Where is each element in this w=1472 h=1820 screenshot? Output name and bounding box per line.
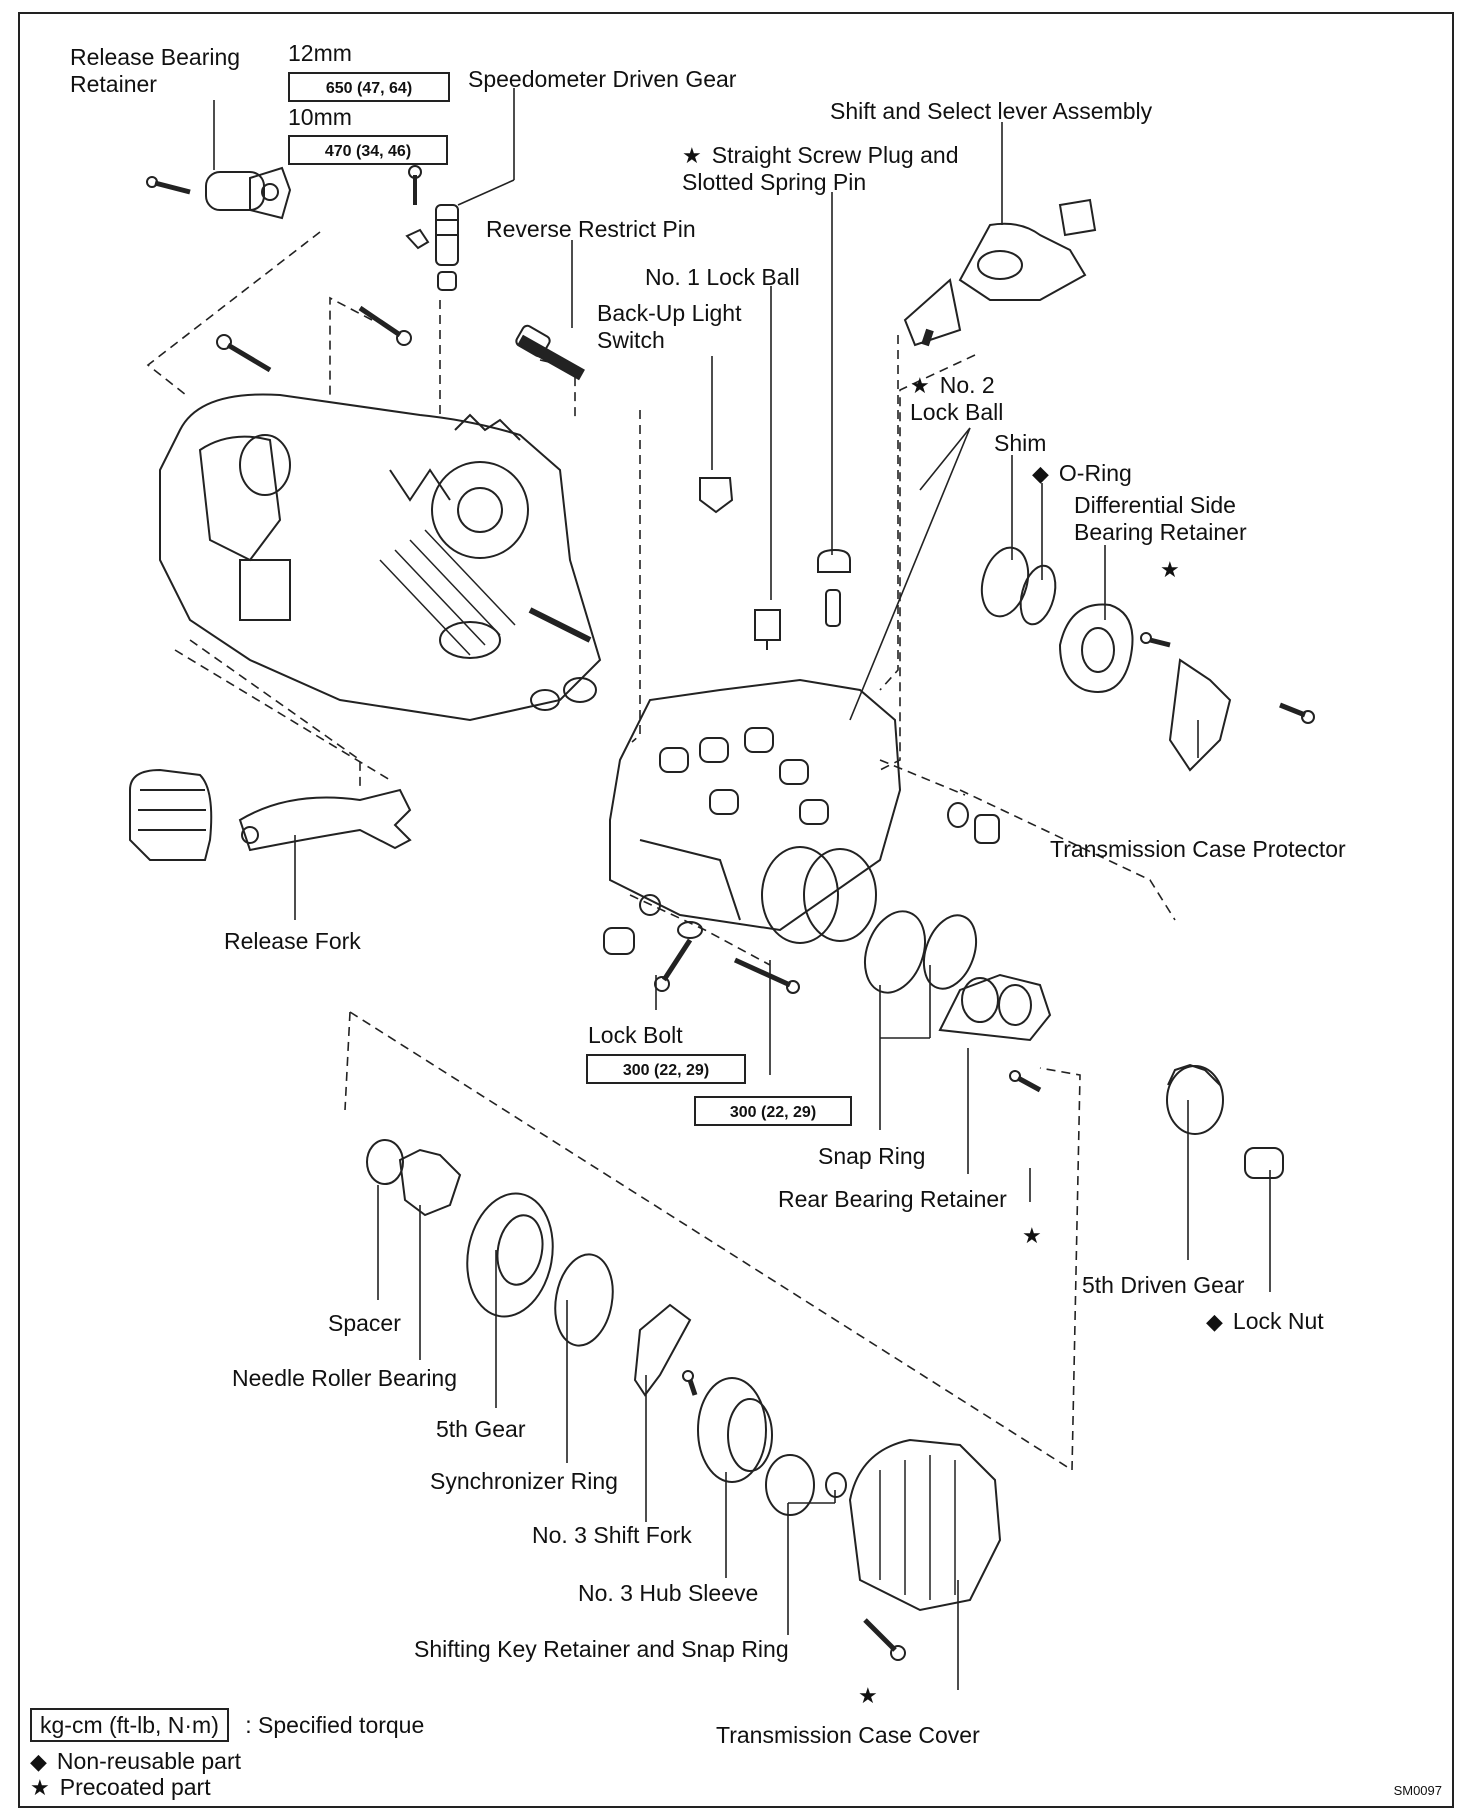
label-release-fork: Release Fork <box>224 928 361 954</box>
diamond-marker: ◆ <box>30 1749 47 1774</box>
label-no1-lock-ball: No. 1 Lock Ball <box>645 264 800 290</box>
label-10mm: 10mm <box>288 104 352 130</box>
label-straight-screw-plug: ★Straight Screw Plug and Slotted Spring … <box>682 142 959 195</box>
release-bearing-retainer-drawing <box>146 166 292 220</box>
torque-box-470: 470 (34, 46) <box>288 135 448 165</box>
diamond-marker: ◆ <box>1206 1309 1223 1334</box>
label-release-bearing-retainer: Release Bearing Retainer <box>70 44 241 97</box>
label-no3-shift-fork: No. 3 Shift Fork <box>532 1522 692 1548</box>
label-fifth-driven-gear: 5th Driven Gear <box>1082 1272 1245 1298</box>
label-no3-hub-sleeve: No. 3 Hub Sleeve <box>578 1580 759 1606</box>
speedometer-gear-drawing <box>405 204 459 291</box>
label-snap-ring: Snap Ring <box>818 1143 926 1169</box>
label-no2-lock-ball: ★No. 2 Lock Ball <box>910 372 1004 425</box>
torque-box-300-a: 300 (22, 29) <box>586 1054 746 1084</box>
label-rear-bearing-retainer: Rear Bearing Retainer <box>778 1186 1007 1212</box>
figure-code: SM0097 <box>1393 1783 1442 1798</box>
label-backup-light-switch: Back-Up Light Switch <box>597 300 742 353</box>
fifth-driven-gear-drawing <box>1009 1063 1284 1179</box>
label-o-ring: ◆O-Ring <box>1032 460 1132 486</box>
lock-bolt-drawing <box>603 894 800 994</box>
shift-lever-drawing <box>903 198 1097 347</box>
leader-lines <box>213 88 1271 1690</box>
side-parts-drawing <box>947 546 1315 844</box>
reverse-restrict-pin-drawing <box>515 324 585 381</box>
star-marker: ★ <box>1022 1223 1042 1248</box>
label-differential-side-bearing-retainer: Differential Side Bearing Retainer <box>1074 492 1247 545</box>
figure-frame <box>18 12 1454 1808</box>
star-marker: ★ <box>30 1775 50 1800</box>
label-shifting-key-retainer: Shifting Key Retainer and Snap Ring <box>414 1636 789 1662</box>
star-marker: ★ <box>1160 557 1180 582</box>
label-speedometer-driven-gear: Speedometer Driven Gear <box>468 66 737 92</box>
switch-ball-parts-drawing <box>699 477 851 650</box>
legend-torque-desc: : Specified torque <box>245 1712 425 1738</box>
label-fifth-gear: 5th Gear <box>436 1416 526 1442</box>
label-transmission-case-protector: Transmission Case Protector <box>1050 836 1346 862</box>
torque-box-300-b: 300 (22, 29) <box>694 1096 852 1126</box>
label-lock-nut: ◆Lock Nut <box>1206 1308 1324 1334</box>
lower-gear-train-drawing <box>366 1139 847 1516</box>
label-12mm: 12mm <box>288 40 352 66</box>
legend-torque-unit: kg-cm (ft-lb, N·m) <box>30 1708 229 1742</box>
label-reverse-restrict-pin: Reverse Restrict Pin <box>486 216 696 242</box>
diamond-marker: ◆ <box>1032 461 1049 486</box>
label-needle-roller-bearing: Needle Roller Bearing <box>232 1365 458 1391</box>
legend-nonreusable: ◆Non-reusable part <box>30 1748 242 1774</box>
assembly-guide-lines <box>146 231 1176 1471</box>
label-lock-bolt: Lock Bolt <box>588 1022 683 1048</box>
label-transmission-case-cover: Transmission Case Cover <box>716 1722 980 1748</box>
label-spacer: Spacer <box>328 1310 401 1336</box>
transmission-case-drawing <box>609 678 902 944</box>
legend-precoated: ★Precoated part <box>30 1774 211 1800</box>
bolts-drawing <box>216 165 422 373</box>
transaxle-case-drawing <box>159 393 602 722</box>
legend-torque: kg-cm (ft-lb, N·m) : Specified torque <box>30 1708 424 1742</box>
label-synchronizer-ring: Synchronizer Ring <box>430 1468 618 1494</box>
snap-ring-retainer-drawing <box>864 910 1052 1042</box>
star-marker: ★ <box>910 373 930 398</box>
case-cover-drawing <box>848 1438 1002 1661</box>
torque-box-650: 650 (47, 64) <box>288 72 450 102</box>
star-marker: ★ <box>682 143 702 168</box>
label-shift-select-lever: Shift and Select lever Assembly <box>830 98 1153 124</box>
label-shim: Shim <box>994 430 1047 456</box>
star-marker: ★ <box>858 1683 878 1708</box>
release-fork-drawing <box>129 768 412 861</box>
